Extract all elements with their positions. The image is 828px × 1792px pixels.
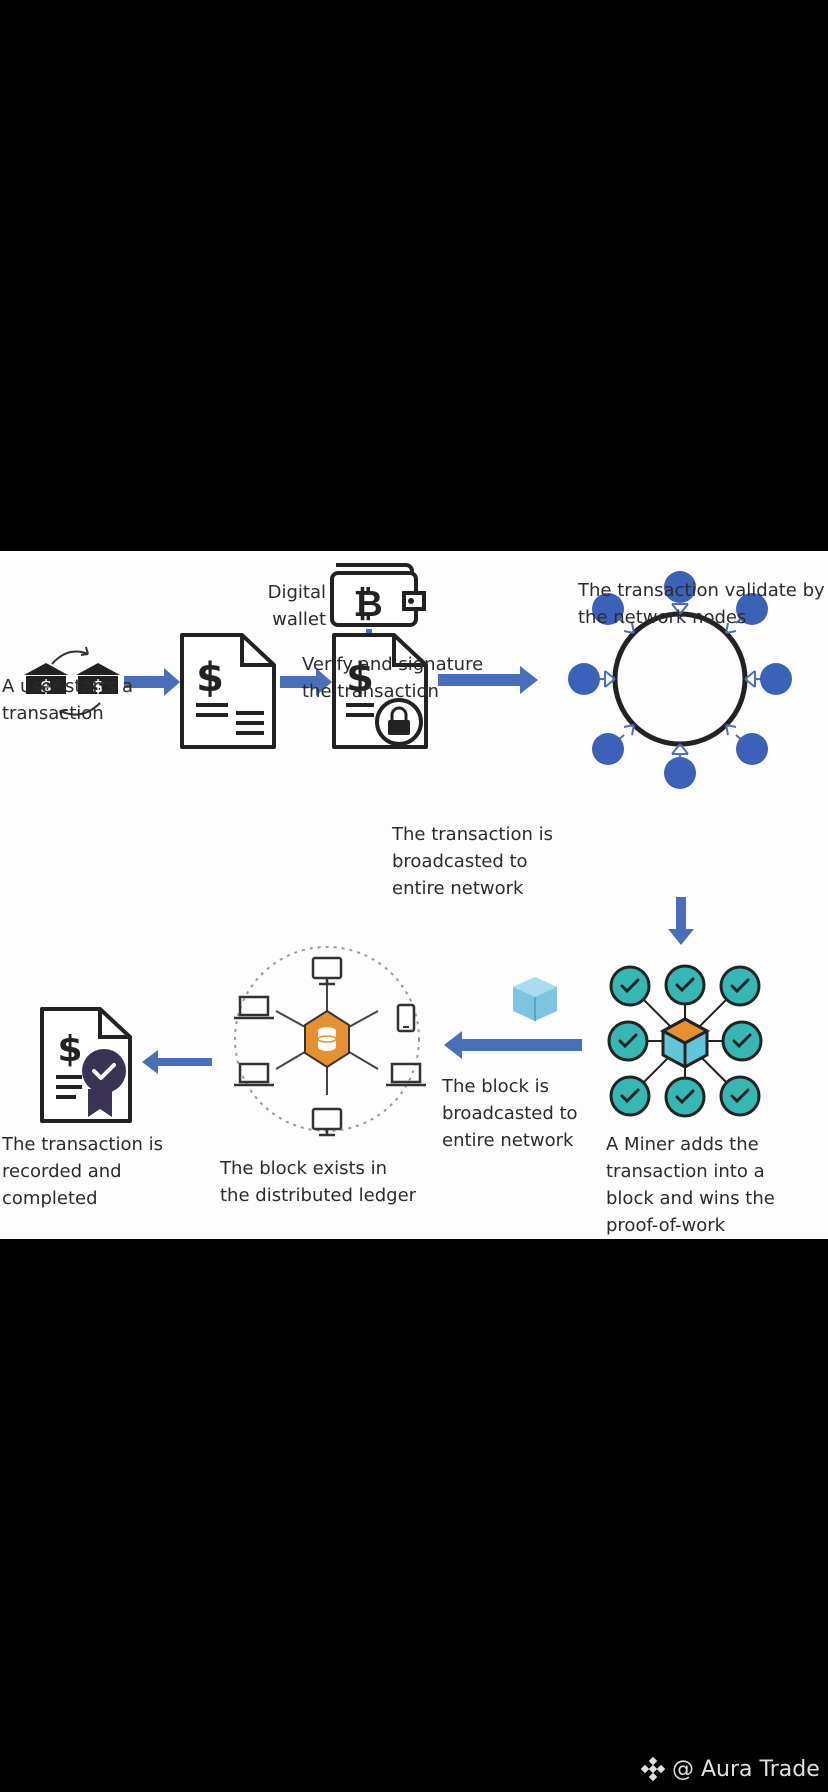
watermark: @ Aura Trade <box>640 1752 820 1786</box>
diagram-graphics: $ $ $ <box>24 563 792 1137</box>
verified-badge-icon <box>82 1049 126 1117</box>
dollar-glyph: $ <box>57 1029 82 1070</box>
network-node <box>664 571 696 603</box>
network-node <box>736 733 768 765</box>
check-node-icon <box>607 1020 649 1062</box>
network-node <box>760 663 792 695</box>
watermark-text: @ Aura Trade <box>672 1756 820 1782</box>
database-icon <box>304 1009 350 1069</box>
bank-exchange-icon: $ $ <box>24 646 120 719</box>
label-recorded-completed: The transaction is recorded and complete… <box>2 1134 163 1209</box>
label-user-starts: A user starts a transaction <box>2 676 134 724</box>
check-node-icon <box>609 965 651 1007</box>
laptop-icon <box>386 1062 426 1087</box>
check-node-icon <box>609 1075 651 1117</box>
miner-block-cluster <box>607 964 763 1118</box>
network-node <box>568 663 600 695</box>
binance-logo-icon <box>640 1756 666 1782</box>
label-distributed-ledger: The block exists in the distributed ledg… <box>220 1158 417 1206</box>
dollar-glyph: $ <box>196 655 224 701</box>
flow-arrows <box>124 629 694 1074</box>
network-node <box>664 757 696 789</box>
broadcast-block-icon <box>513 977 557 1021</box>
label-broadcast-transaction: The transaction is broadcasted to entire… <box>392 824 553 899</box>
blockchain-transaction-diagram: $ $ $ <box>0 551 828 1239</box>
digital-wallet-icon: ₿ <box>330 563 426 627</box>
check-node-icon <box>719 965 761 1007</box>
label-broadcast-block: The block is broadcasted to entire netwo… <box>442 1076 578 1151</box>
label-miner: A Miner adds the transaction into a bloc… <box>606 1134 775 1236</box>
label-digital-wallet: Digital wallet <box>267 582 326 630</box>
network-node <box>592 733 624 765</box>
dollar-glyph: $ <box>346 655 374 701</box>
monitor-icon <box>311 956 343 986</box>
cube-icon <box>659 1017 711 1069</box>
check-node-icon <box>664 1076 706 1118</box>
transaction-document-icon: $ <box>180 633 276 749</box>
network-nodes-ring <box>568 571 792 789</box>
dollar-glyph: $ <box>40 677 52 697</box>
check-node-icon <box>664 964 706 1006</box>
check-node-icon <box>719 1075 761 1117</box>
signed-document-icon: $ <box>332 633 428 749</box>
network-node <box>592 593 624 625</box>
monitor-icon <box>311 1107 343 1137</box>
label-validate-nodes: The transaction validate by the network … <box>578 580 825 628</box>
label-verify-signature: Verify and signature the transaction <box>302 654 484 702</box>
dollar-glyph: $ <box>92 677 104 697</box>
completed-certificate-icon: $ <box>40 1007 132 1123</box>
phone-icon <box>396 1003 416 1033</box>
network-node <box>736 593 768 625</box>
check-node-icon <box>721 1020 763 1062</box>
lock-icon <box>388 706 410 735</box>
bitcoin-glyph: ₿ <box>353 584 382 625</box>
distributed-ledger-network <box>234 946 426 1137</box>
laptop-icon <box>234 995 274 1020</box>
laptop-icon <box>234 1062 274 1087</box>
